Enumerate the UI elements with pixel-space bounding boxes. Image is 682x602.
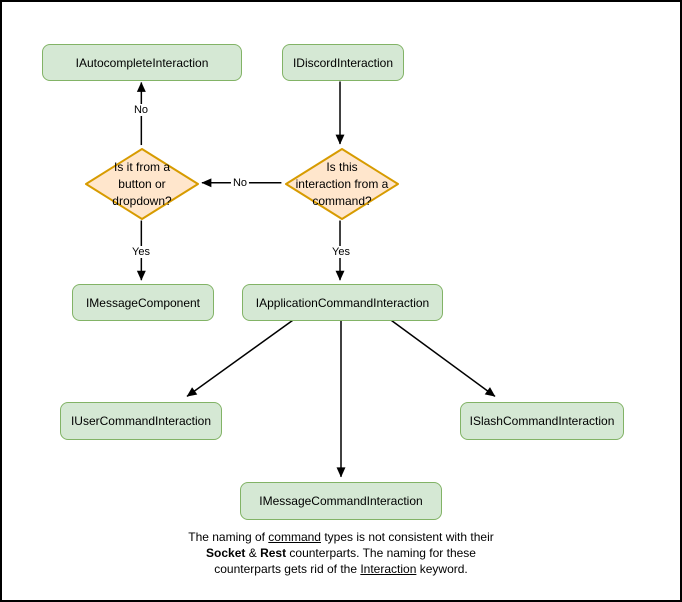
footnote-text: types is not consistent with their — [320, 530, 494, 544]
decision-label: Is it from a button or dropdown? — [112, 159, 171, 209]
edge-label-yes-left: Yes — [130, 246, 152, 258]
decision-line: Is it from a — [113, 159, 171, 174]
edge-label-no-top: No — [131, 104, 151, 116]
node-label: IDiscordInteraction — [292, 55, 394, 70]
footnote-text: & — [245, 546, 261, 561]
edge-label-no-middle: No — [230, 177, 250, 189]
footnote-line-3: counterparts gets rid of the Interaction… — [2, 561, 680, 577]
diamond-shape — [85, 148, 199, 220]
decision-line: interaction from a — [295, 176, 389, 191]
edge-applicationcommand-to-slashcommand — [390, 319, 496, 397]
footnote-text: The naming of — [188, 530, 269, 544]
footnote-line-2: Socket & Rest counterparts. The naming f… — [2, 545, 680, 561]
edge-applicationcommand-to-usercommand — [186, 319, 294, 397]
footnote-text: counterparts. The naming for these — [286, 546, 476, 561]
decision-line: button or — [118, 176, 166, 191]
node-iautocompleteinteraction: IAutocompleteInteraction — [42, 44, 242, 81]
node-iapplicationcommandinteraction: IApplicationCommandInteraction — [242, 284, 443, 321]
node-imessagecomponent: IMessageComponent — [72, 284, 214, 321]
node-iusercommandinteraction: IUserCommandInteraction — [60, 402, 222, 440]
footnote-bold-rest: Rest — [260, 546, 287, 561]
decision-line: command? — [312, 193, 372, 208]
node-label: ISlashCommandInteraction — [469, 414, 615, 428]
node-idiscordinteraction: IDiscordInteraction — [282, 44, 404, 81]
footnote-line-1: The naming of command types is not consi… — [2, 529, 680, 545]
node-imessagecommandinteraction: IMessageCommandInteraction — [240, 482, 442, 520]
decision-line: Is this — [326, 159, 358, 174]
footnote-underlined-interaction: Interaction — [360, 562, 417, 577]
node-label: IAutocompleteInteraction — [75, 55, 209, 70]
decision-line: dropdown? — [112, 193, 172, 208]
node-label: IMessageComponent — [85, 295, 201, 310]
footnote-bold-socket: Socket — [206, 546, 246, 561]
node-islashcommandinteraction: ISlashCommandInteraction — [460, 402, 624, 440]
decision-label: Is this interaction from a command? — [296, 159, 389, 209]
footnote-text: keyword. — [416, 562, 468, 577]
footnote: The naming of command types is not consi… — [2, 529, 680, 578]
decision-button-or-dropdown: Is it from a button or dropdown? — [84, 147, 200, 221]
node-label: IUserCommandInteraction — [70, 414, 212, 428]
node-label: IApplicationCommandInteraction — [255, 295, 430, 310]
node-label: IMessageCommandInteraction — [259, 494, 423, 508]
decision-interaction-from-command: Is this interaction from a command? — [284, 147, 400, 221]
diamond-shape — [285, 148, 399, 220]
edge-label-yes-right: Yes — [330, 246, 352, 258]
footnote-underlined-command: command — [268, 530, 321, 544]
footnote-text: counterparts gets rid of the — [214, 562, 361, 577]
